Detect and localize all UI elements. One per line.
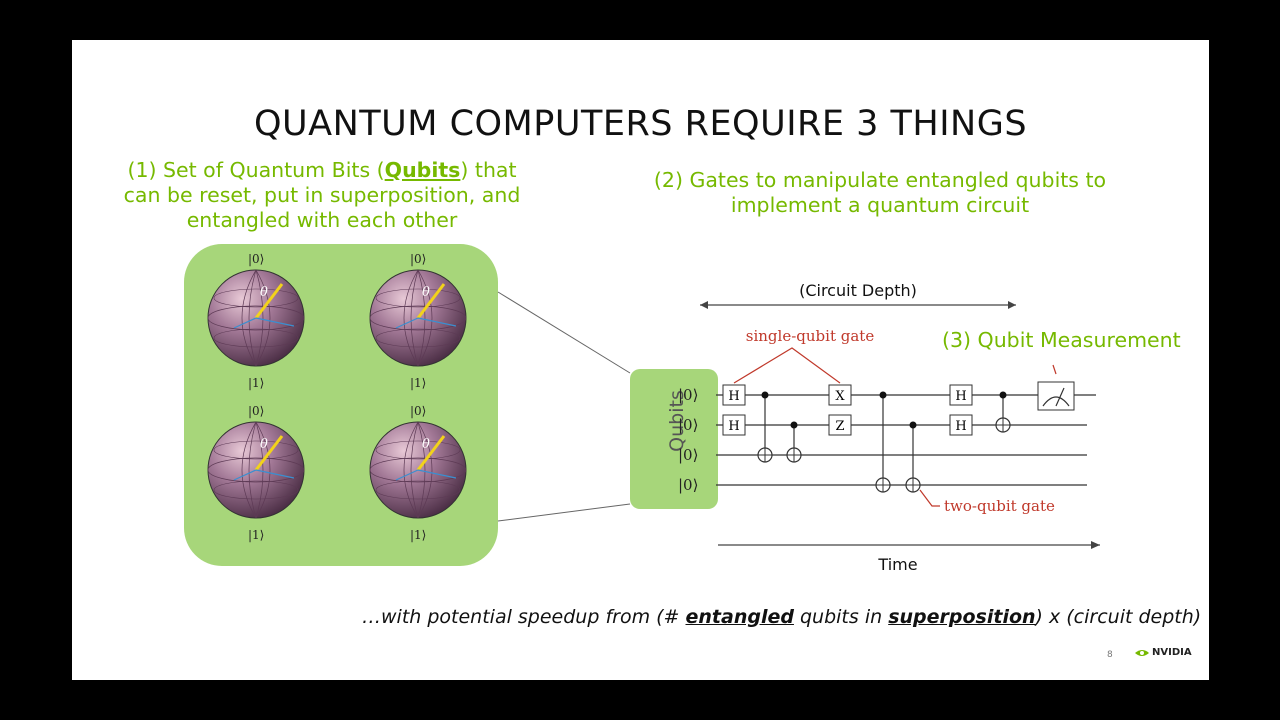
theta-label: θ — [422, 437, 430, 452]
wire-label: |0⟩ — [678, 476, 698, 494]
nvidia-eye-icon — [1135, 649, 1149, 656]
single-qubit-gate-label: single-qubit gate — [746, 327, 875, 345]
bloch-sphere: |0⟩ θ |1⟩ — [204, 252, 314, 390]
ket-one-label: |1⟩ — [248, 376, 265, 390]
time-label: Time — [877, 555, 917, 574]
gate-h-label: H — [955, 389, 966, 404]
gate-x-label: X — [835, 389, 845, 404]
ket-one-label: |1⟩ — [410, 528, 427, 542]
point-1-prefix: (1) Set of Quantum Bits ( — [127, 158, 385, 182]
footer-superposition: superposition — [888, 606, 1036, 628]
footer-part-3: ) x (circuit depth) — [1035, 606, 1202, 628]
gate-h — [949, 384, 973, 406]
point-1-keyword: Qubits — [384, 158, 461, 182]
theta-label: θ — [260, 437, 268, 452]
gate-h — [722, 414, 746, 436]
ket-one-label: |1⟩ — [410, 376, 427, 390]
gate-h-label: H — [955, 419, 966, 434]
gate-h-label: H — [728, 419, 739, 434]
connector-line — [497, 291, 631, 374]
nvidia-logo: NVIDIA — [1134, 647, 1192, 658]
circuit-depth-label: (Circuit Depth) — [799, 281, 917, 300]
control-dot — [761, 391, 769, 399]
gate-z — [828, 414, 852, 436]
gate-h-label: H — [728, 389, 739, 404]
ket-zero-label: |0⟩ — [248, 252, 265, 266]
control-dot — [999, 391, 1007, 399]
gate-h — [949, 414, 973, 436]
gate-z-label: Z — [835, 419, 844, 434]
bloch-sphere: |0⟩ θ |1⟩ — [204, 404, 314, 542]
wire-label: |0⟩ — [678, 386, 698, 404]
point-1-suffix: ) that can be reset, put in superpositio… — [123, 158, 521, 232]
page-number: 8 — [1107, 650, 1113, 660]
bloch-sphere-icon: θ — [369, 269, 467, 367]
control-dot — [879, 391, 887, 399]
gate-x — [828, 384, 852, 406]
control-dot — [909, 421, 917, 429]
ket-zero-label: |0⟩ — [410, 252, 427, 266]
footer-part-1: …with potential speedup from (# — [362, 606, 686, 628]
connector-line — [497, 503, 631, 522]
slide: QUANTUM COMPUTERS REQUIRE 3 THINGS (1) S… — [72, 40, 1209, 680]
quantum-circuit: (Circuit Depth) Time |0⟩ |0⟩ |0⟩ |0⟩ H H — [497, 281, 1100, 574]
qubit-panel: |0⟩ θ |1⟩ |0⟩ — [184, 244, 498, 566]
bloch-sphere-icon: θ — [207, 269, 305, 367]
ket-zero-label: |0⟩ — [410, 404, 427, 418]
point-3-text: (3) Qubit Measurement — [942, 328, 1181, 352]
point-1-text: (1) Set of Quantum Bits (Qubits) that ca… — [112, 158, 532, 233]
logo-text: NVIDIA — [1152, 647, 1192, 658]
two-qubit-gate-pointer — [919, 489, 940, 507]
wire-label: |0⟩ — [678, 446, 698, 464]
qubits-tab — [630, 369, 718, 509]
footer-part-2: qubits in — [793, 606, 889, 628]
time-arrowhead — [1091, 541, 1100, 549]
wire-label: |0⟩ — [678, 416, 698, 434]
slide-title: QUANTUM COMPUTERS REQUIRE 3 THINGS — [253, 104, 1028, 144]
single-qubit-gate-pointer — [733, 347, 841, 384]
point-2-text: (2) Gates to manipulate entangled qubits… — [653, 168, 1107, 217]
theta-label: θ — [422, 285, 430, 300]
control-dot — [790, 421, 798, 429]
footer-entangled: entangled — [685, 606, 794, 628]
two-qubit-gate-label: two-qubit gate — [944, 497, 1055, 515]
bloch-sphere-icon: θ — [369, 421, 467, 519]
measurement-pointer — [1052, 364, 1057, 375]
bloch-sphere: |0⟩ θ |1⟩ — [366, 404, 476, 542]
ket-zero-label: |0⟩ — [248, 404, 265, 418]
bloch-sphere: |0⟩ θ |1⟩ — [366, 252, 476, 390]
footer-text: …with potential speedup from (# entangle… — [362, 606, 1201, 628]
ket-one-label: |1⟩ — [248, 528, 265, 542]
theta-label: θ — [260, 285, 268, 300]
gate-h — [722, 384, 746, 406]
bloch-sphere-icon: θ — [207, 421, 305, 519]
